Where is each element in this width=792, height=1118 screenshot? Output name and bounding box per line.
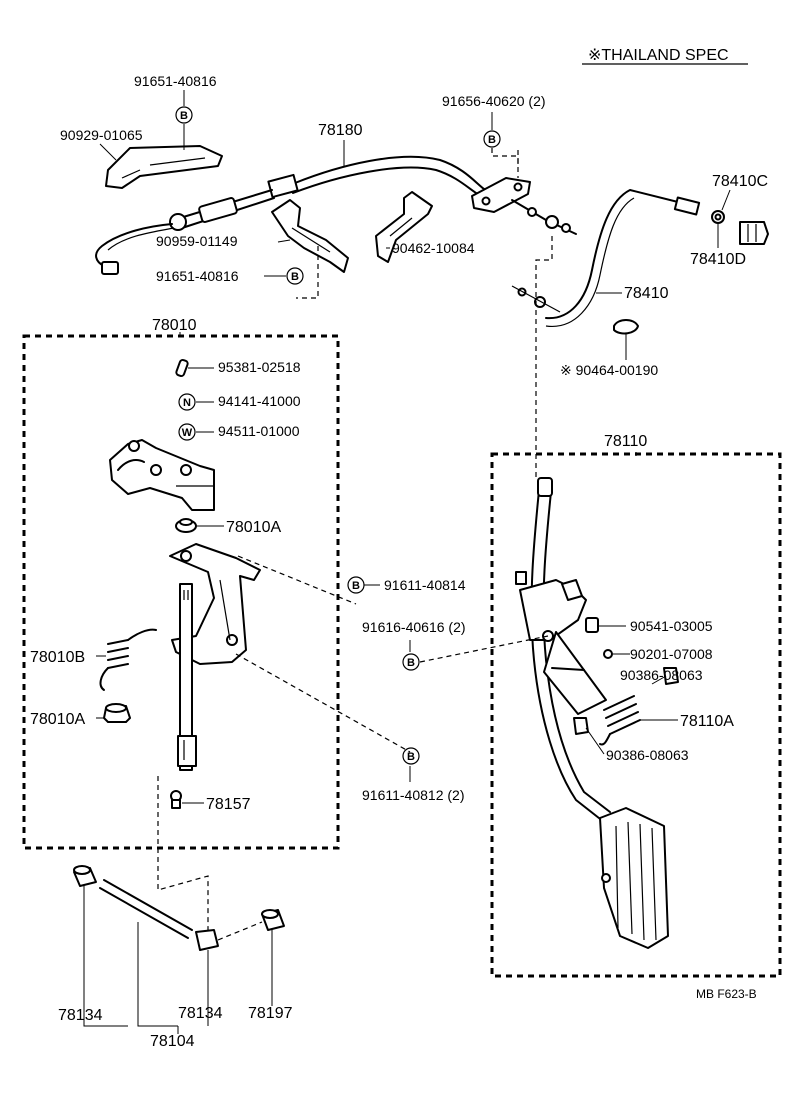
label-90929-01065: 90929-01065 — [60, 127, 143, 143]
svg-text:B: B — [488, 134, 496, 146]
label-91651-40816-bottom: 91651-40816 — [156, 268, 239, 284]
label-78180: 78180 — [318, 122, 363, 139]
label-94141-41000: 94141-41000 — [218, 393, 301, 409]
label-78010B: 78010B — [30, 649, 85, 666]
assembly-box-78010 — [22, 334, 340, 850]
svg-text:N: N — [183, 397, 191, 409]
label-90464-00190: ※ 90464-00190 — [560, 362, 658, 378]
leader-dash-91611-b — [235, 653, 411, 753]
marker-bolt-91611-40814: B — [347, 576, 365, 594]
svg-text:W: W — [182, 427, 193, 439]
label-78104: 78104 — [150, 1033, 195, 1050]
marker-nut-94141: N — [178, 393, 196, 411]
label-90959-01149: 90959-01149 — [156, 233, 238, 249]
marker-washer-94511: W — [178, 423, 196, 441]
leader-lines — [83, 90, 731, 1034]
svg-text:B: B — [180, 110, 188, 122]
leader-dash-91616 — [419, 635, 549, 663]
leader-dash-91611-a — [237, 555, 357, 605]
label-78134-left: 78134 — [58, 1007, 103, 1024]
label-78010A-bottom: 78010A — [30, 711, 85, 728]
label-78410: 78410 — [624, 285, 669, 302]
label-91616-40616: 91616-40616 (2) — [362, 619, 466, 635]
throttle-cable-78410 — [511, 189, 769, 360]
marker-bolt-91616: B — [402, 653, 420, 671]
label-90541-03005: 90541-03005 — [630, 618, 713, 634]
label-78010A-top: 78010A — [226, 519, 281, 536]
marker-bolt-91651-top: B — [175, 106, 193, 124]
label-78157: 78157 — [206, 796, 251, 813]
marker-bolt-91656: B — [483, 130, 501, 148]
label-90201-07008: 90201-07008 — [630, 646, 713, 662]
linkage-assembly-78010 — [99, 358, 261, 809]
svg-text:B: B — [352, 580, 360, 592]
label-90386-08063-top: 90386-08063 — [620, 667, 703, 683]
leader-dash-lower-linkage — [157, 776, 209, 936]
bracket-90462 — [375, 191, 433, 263]
spec-note: ※THAILAND SPEC — [588, 47, 729, 64]
label-95381-02518: 95381-02518 — [218, 359, 301, 375]
label-78410D: 78410D — [690, 251, 746, 268]
label-94511-01000: 94511-01000 — [218, 423, 300, 439]
label-91611-40814: 91611-40814 — [384, 577, 466, 593]
label-78197: 78197 — [248, 1005, 293, 1022]
svg-text:B: B — [407, 751, 415, 763]
diagram-code: MB F623-B — [696, 987, 757, 1001]
bracket-90959 — [271, 199, 349, 299]
label-78010: 78010 — [152, 317, 197, 334]
connector-cable-to-pedal — [517, 150, 553, 478]
label-90462-10084: 90462-10084 — [392, 240, 475, 256]
svg-text:B: B — [407, 657, 415, 669]
label-78410C: 78410C — [712, 173, 768, 190]
marker-bolt-91611-40812: B — [402, 747, 420, 765]
label-78134-right: 78134 — [178, 1005, 223, 1022]
label-78110: 78110 — [604, 433, 647, 450]
label-91656-40620: 91656-40620 (2) — [442, 93, 546, 109]
accelerator-pedal-78110 — [515, 477, 679, 949]
label-90386-08063-bottom: 90386-08063 — [606, 747, 689, 763]
lower-linkage-78104 — [73, 865, 285, 951]
label-78110A: 78110A — [680, 713, 734, 730]
marker-bolt-91651-bottom: B — [286, 267, 304, 285]
label-91651-40816-top: 91651-40816 — [134, 73, 217, 89]
svg-text:B: B — [291, 271, 299, 283]
accelerator-cable-78180 — [95, 145, 577, 275]
label-91611-40812: 91611-40812 (2) — [362, 787, 464, 803]
